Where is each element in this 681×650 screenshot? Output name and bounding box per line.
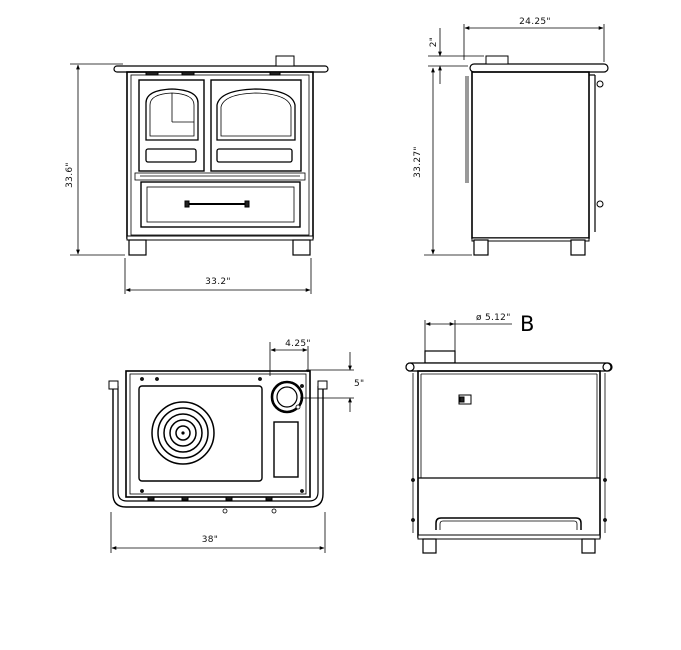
side-depth-dimension: 24.25" [463, 17, 605, 62]
rear-view [405, 350, 613, 554]
side-height-dimension: 33.27" [413, 67, 472, 256]
front-height-label: 33.6" [65, 162, 75, 188]
side-depth-label: 24.25" [519, 17, 551, 27]
front-width-dimension: 33.2" [124, 258, 312, 294]
top-flue-depth-dimension: 5" [300, 352, 364, 412]
rear-view-letter: B [520, 312, 534, 336]
rear-flue-diameter-dimension: ø 5.12" [424, 313, 512, 351]
front-height-dimension: 33.6" [65, 63, 125, 256]
top-view [108, 370, 328, 514]
rear-flue-diameter-label: ø 5.12" [476, 313, 511, 323]
top-flue-offset-label: 4.25" [285, 339, 311, 349]
side-offset-dimension: 2" [428, 28, 484, 84]
side-view [465, 55, 609, 256]
top-flue-offset-dimension: 4.25" [269, 339, 311, 376]
top-flue-depth-label: 5" [354, 379, 364, 389]
front-view [113, 55, 329, 256]
side-offset-label: 2" [429, 37, 439, 47]
top-width-dimension: 38" [110, 512, 326, 553]
top-width-label: 38" [202, 535, 219, 545]
side-height-label: 33.27" [413, 146, 423, 178]
front-width-label: 33.2" [205, 277, 231, 287]
